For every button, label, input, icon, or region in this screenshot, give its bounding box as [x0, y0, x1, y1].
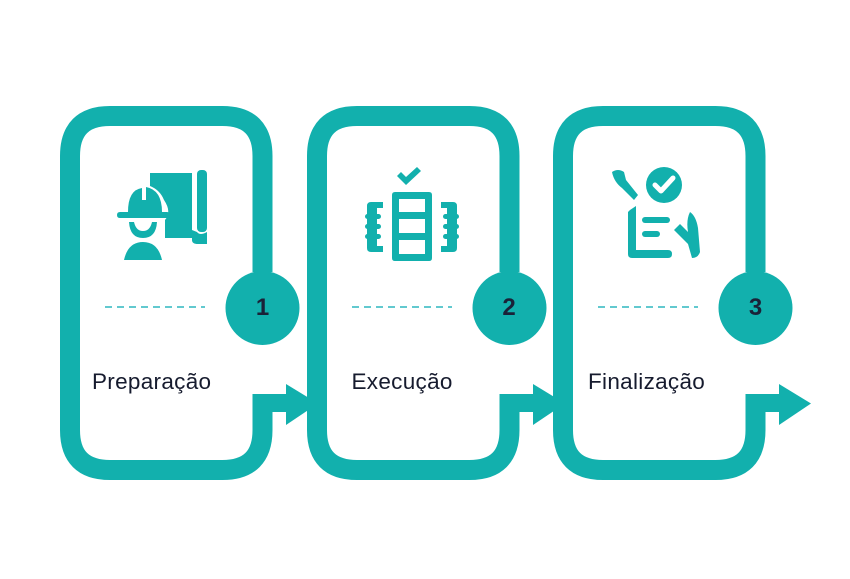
step-frame: [306, 106, 565, 480]
step-number: 1: [255, 294, 270, 321]
step-number-circle: [472, 271, 546, 345]
arrow-right-icon: [532, 384, 565, 425]
step-label: Execução: [351, 369, 453, 394]
step-label: Preparação: [92, 369, 212, 394]
approved-document-hands-icon: [612, 167, 700, 258]
step-frame: [553, 106, 811, 480]
step-number-circle: [718, 271, 793, 345]
step-label: Finalização: [588, 369, 706, 394]
step-number: 3: [748, 294, 763, 321]
arrow-right-icon: [779, 384, 811, 425]
engineer-blueprint-icon: [117, 170, 207, 260]
step-number: 2: [502, 294, 516, 321]
arrow-right-icon: [286, 384, 318, 425]
step-number-circle: [225, 271, 300, 345]
step-2: 2 Execução: [247, 0, 850, 579]
step-3: 3 Finalização: [493, 0, 850, 579]
checklist-machine-icon: [364, 167, 459, 261]
